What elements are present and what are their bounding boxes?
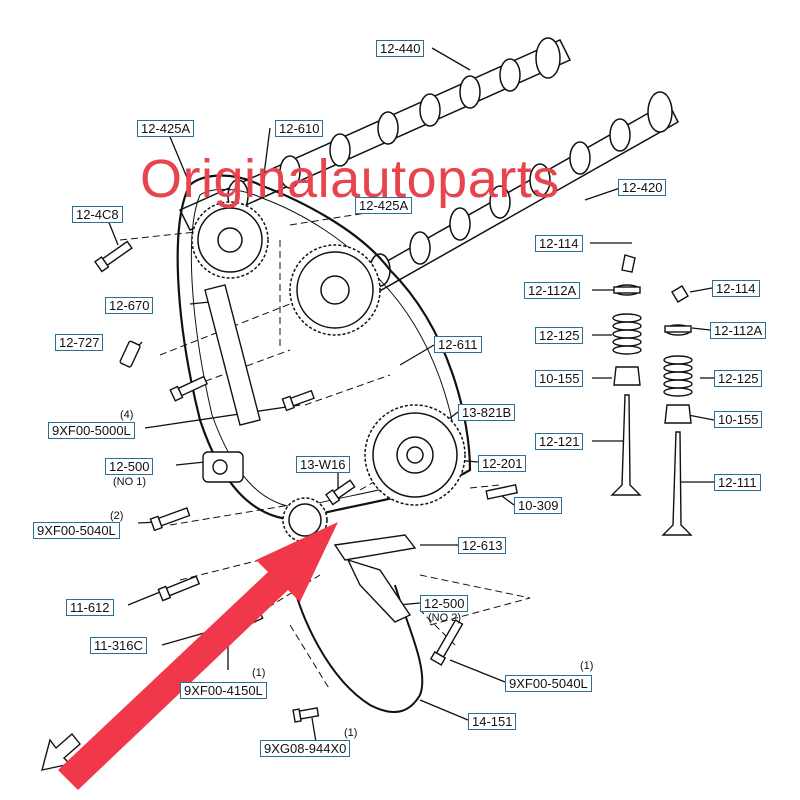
- idler-sprocket: [364, 404, 466, 506]
- label-12-114-right: 12-114: [712, 280, 760, 297]
- chain-guide-left: [204, 284, 261, 426]
- label-12-4c8: 12-4C8: [72, 206, 123, 223]
- note-no2: (NO 2): [428, 612, 461, 624]
- label-12-125-right: 12-125: [714, 370, 763, 387]
- label-10-309: 10-309: [514, 497, 563, 514]
- label-12-112a-left: 12-112A: [524, 282, 581, 299]
- label-10-155-right: 10-155: [714, 411, 763, 428]
- red-arrow-icon: [58, 522, 338, 790]
- camshaft-lower: [344, 91, 679, 307]
- label-12-500-no2: 12-500: [420, 595, 469, 612]
- tensioner-no1: [202, 451, 244, 483]
- label-12-112a-right: 12-112A: [710, 322, 767, 339]
- label-12-111: 12-111: [714, 474, 761, 491]
- label-12-121: 12-121: [535, 433, 584, 450]
- spring-right: [663, 355, 693, 397]
- label-12-727: 12-727: [55, 334, 104, 351]
- label-14-151: 14-151: [468, 713, 517, 730]
- label-10-155-left: 10-155: [535, 370, 584, 387]
- valve-parts-right: [661, 285, 693, 536]
- label-9xf00-5040l-left: 9XF00-5040L: [33, 522, 120, 539]
- cam-sprocket-exhaust: [191, 201, 269, 279]
- label-12-425a-mid: 12-425A: [355, 197, 413, 214]
- label-9xf00-5000l: 9XF00-5000L: [48, 422, 135, 439]
- note-qty-4: (4): [120, 409, 134, 421]
- chain-guide-bottom: [333, 534, 417, 561]
- label-12-613: 12-613: [458, 537, 507, 554]
- watermark-text: Originalautoparts: [140, 149, 560, 209]
- label-12-114-left: 12-114: [535, 235, 583, 252]
- label-13-w16: 13-W16: [296, 456, 350, 473]
- spring-left: [612, 313, 642, 355]
- label-12-610: 12-610: [275, 120, 324, 137]
- valve-parts-left: [610, 254, 642, 496]
- label-9xf00-5040l-right: 9XF00-5040L: [505, 675, 592, 692]
- note-qty-1-b: (1): [252, 667, 266, 679]
- note-qty-1-a: (1): [580, 660, 594, 672]
- note-qty-2: (2): [110, 510, 124, 522]
- label-12-500-no1: 12-500: [105, 458, 154, 475]
- belt-14-151: [289, 569, 424, 713]
- label-11-316c: 11-316C: [90, 637, 147, 654]
- label-9xf00-4150l: 9XF00-4150L: [180, 682, 267, 699]
- label-12-670: 12-670: [105, 297, 154, 314]
- label-12-420: 12-420: [618, 179, 667, 196]
- label-11-612: 11-612: [66, 599, 114, 616]
- label-13-821b: 13-821B: [458, 404, 516, 421]
- label-12-425a-top: 12-425A: [137, 120, 195, 137]
- label-12-125-left: 12-125: [535, 327, 584, 344]
- crank-sprocket: [282, 497, 328, 543]
- tensioner-no2: [346, 558, 412, 623]
- note-no1: (NO 1): [113, 476, 146, 488]
- label-12-201: 12-201: [478, 455, 527, 472]
- label-12-611: 12-611: [434, 336, 482, 353]
- cam-sprocket-intake: [289, 244, 381, 336]
- note-qty-1-c: (1): [344, 727, 358, 739]
- label-9xg08-944x0: 9XG08-944X0: [260, 740, 351, 757]
- label-12-440: 12-440: [376, 40, 425, 57]
